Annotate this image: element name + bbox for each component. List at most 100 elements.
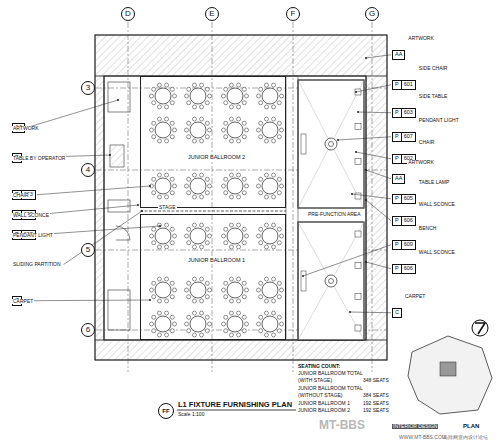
- chair: [245, 184, 249, 188]
- grid-label: G: [369, 10, 375, 18]
- grid-bubble: D: [121, 7, 135, 21]
- chair: [157, 223, 161, 227]
- chair: [272, 311, 276, 315]
- callout-tag: P606WALL SCONCE: [392, 256, 416, 274]
- chair: [224, 281, 228, 285]
- banquet-table: [185, 311, 212, 337]
- callout-description: SIDE TABLE: [418, 94, 448, 99]
- side-chair: [355, 124, 361, 130]
- tag-letter: AA: [393, 175, 404, 183]
- seating-note: 348 SEATS: [362, 378, 390, 383]
- chair: [165, 299, 169, 303]
- chair: [187, 295, 191, 299]
- drawing-scale: Scale 1:100: [178, 412, 204, 417]
- callout-tag: CCARPET: [392, 300, 402, 318]
- grid-label: D: [125, 10, 131, 18]
- callout-tag: CCARPET: [12, 288, 22, 306]
- leader-line: [37, 226, 160, 235]
- side-room: [298, 80, 364, 208]
- tag-letter: P: [393, 133, 401, 141]
- chair: [242, 87, 246, 91]
- chair: [277, 241, 281, 245]
- chair: [205, 177, 209, 181]
- chair: [242, 177, 246, 181]
- watermark: INTERIOR DESIGN: [392, 424, 438, 429]
- chair: [242, 121, 246, 125]
- leader-line: [303, 245, 391, 276]
- chair: [272, 173, 276, 177]
- chair: [187, 101, 191, 105]
- leader-line: [350, 312, 391, 314]
- chair: [165, 117, 169, 121]
- tag-letter: P: [393, 109, 401, 117]
- callout-tag: P607PENDANT LIGHT: [12, 222, 36, 240]
- chair: [192, 139, 196, 143]
- callout-description: PENDANT LIGHT: [418, 118, 460, 123]
- sliding-partition: [140, 211, 286, 212]
- room-outline: [298, 222, 364, 340]
- leader-line: [26, 100, 118, 128]
- callout-tag: P603CHAIR: [12, 182, 36, 200]
- chair: [170, 121, 174, 125]
- chair: [222, 234, 226, 238]
- chair: [259, 135, 263, 139]
- callout-tag: AAARTWORK: [12, 115, 25, 133]
- ceiling-diagonal: [298, 222, 364, 340]
- chair: [192, 105, 196, 109]
- table-top: [190, 88, 206, 104]
- leader-dot: [365, 169, 367, 171]
- chair: [229, 299, 233, 303]
- chair: [277, 135, 281, 139]
- banquet-table: [185, 117, 212, 143]
- grid-line: [128, 22, 129, 372]
- callout-description: ARTWORK: [12, 126, 39, 131]
- chair: [173, 184, 177, 188]
- chair: [152, 101, 156, 105]
- chair: [192, 173, 196, 177]
- chair: [192, 117, 196, 121]
- chair: [272, 277, 276, 281]
- chair: [185, 234, 189, 238]
- grid-bubble: 5: [81, 243, 95, 257]
- chair: [170, 281, 174, 285]
- chair: [259, 281, 263, 285]
- chair: [165, 223, 169, 227]
- callout-description: PENDANT LIGHT: [12, 233, 54, 238]
- chair: [242, 295, 246, 299]
- chair: [224, 241, 228, 245]
- chair: [264, 173, 268, 177]
- chair: [152, 177, 156, 181]
- grid-bubble: E: [205, 7, 219, 21]
- chair: [150, 184, 154, 188]
- callout-tag: P601SIDE CHAIR: [392, 72, 416, 90]
- chair: [229, 83, 233, 87]
- chair: [173, 288, 177, 292]
- chair: [229, 105, 233, 109]
- table-top: [190, 178, 206, 194]
- chair: [277, 295, 281, 299]
- chair: [259, 295, 263, 299]
- chair: [208, 128, 212, 132]
- chair: [165, 195, 169, 199]
- chair: [205, 101, 209, 105]
- seating-note: 192 SEATS: [362, 401, 390, 406]
- chair: [187, 121, 191, 125]
- chair: [257, 128, 261, 132]
- chair: [200, 299, 204, 303]
- leader-line: [366, 262, 391, 269]
- chair: [200, 195, 204, 199]
- side-chair: [355, 231, 361, 237]
- callout-description: CARPET: [404, 294, 426, 299]
- chair: [245, 128, 249, 132]
- leader-dot: [337, 139, 339, 141]
- chair: [187, 177, 191, 181]
- chair: [229, 223, 233, 227]
- table-top: [190, 122, 206, 138]
- side-room: [298, 222, 364, 340]
- leader-dot: [141, 210, 143, 212]
- chair: [165, 333, 169, 337]
- grid-bubble: G: [365, 7, 379, 21]
- tag-box: P601: [392, 80, 416, 90]
- chair: [157, 277, 161, 281]
